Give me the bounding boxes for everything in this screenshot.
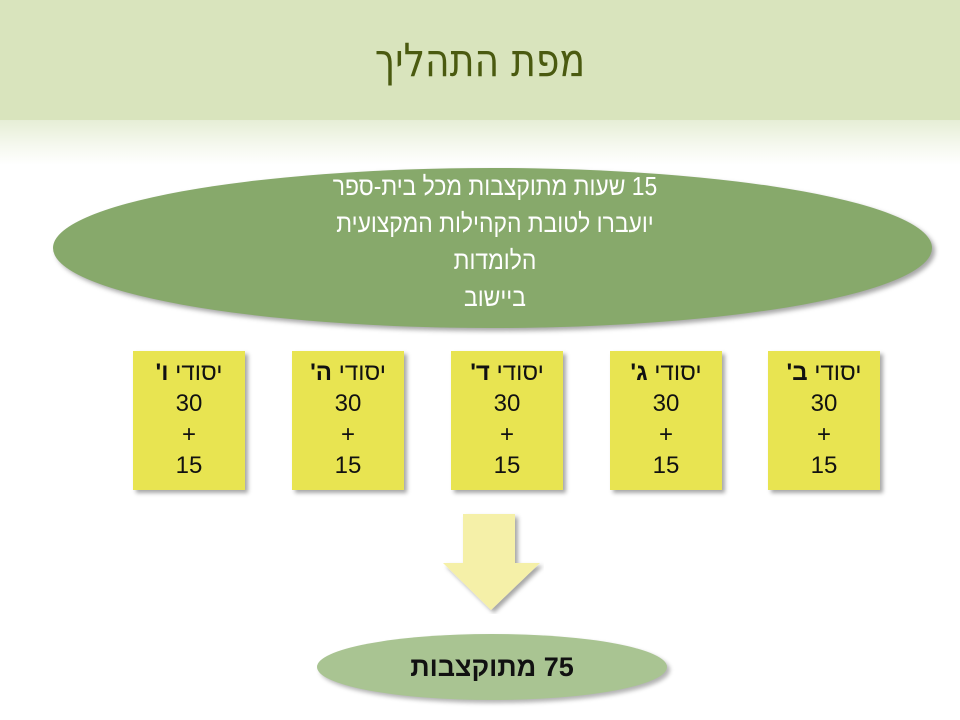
grade-base-hours: 30 [334, 390, 362, 417]
slide-title: מפת התהליך [374, 33, 586, 87]
grade-label: יסודי ד' [451, 357, 563, 388]
grade-plus-sign: + [340, 421, 355, 448]
grade-plus-sign: + [658, 421, 673, 448]
grade-prefix: יסודי [496, 359, 544, 386]
main-ellipse-line: 15 שעות מתוקצבות מכל בית-ספר [332, 171, 658, 201]
grade-box-gimel: יסודי ג' 30 + 15 [610, 351, 722, 490]
grade-extra-hours: 15 [652, 452, 680, 479]
grade-extra-hours: 15 [810, 452, 838, 479]
grade-prefix: יסודי [175, 359, 223, 386]
down-arrow-icon [443, 514, 540, 610]
main-ellipse-line: יועברו לטובת הקהילות המקצועית [336, 208, 654, 238]
grade-extra-hours: 15 [175, 452, 203, 479]
grade-base-hours: 30 [810, 390, 838, 417]
grade-label: יסודי ה' [292, 357, 404, 388]
grade-prefix: יסודי [814, 359, 862, 386]
grade-label: יסודי ב' [768, 357, 880, 388]
grade-prefix: יסודי [338, 359, 386, 386]
title-fade [0, 120, 960, 165]
grade-base-hours: 30 [493, 390, 521, 417]
result-text: 75 מתוקצבות [410, 652, 574, 682]
grade-box-he: יסודי ה' 30 + 15 [292, 351, 404, 490]
main-ellipse [53, 168, 932, 328]
grade-letter: ו' [155, 359, 169, 386]
grade-box-dalet: יסודי ד' 30 + 15 [451, 351, 563, 490]
grade-letter: ה' [310, 359, 332, 386]
grade-box-vav: יסודי ו' 30 + 15 [133, 351, 245, 490]
grade-plus-sign: + [816, 421, 831, 448]
grade-extra-hours: 15 [493, 452, 521, 479]
main-ellipse-text: 15 שעות מתוקצבות מכל בית-ספר יועברו לטוב… [262, 168, 728, 316]
grade-prefix: יסודי [654, 359, 702, 386]
grade-base-hours: 30 [175, 390, 203, 417]
grade-label: יסודי ו' [133, 357, 245, 388]
grade-letter: ב' [786, 359, 808, 386]
grade-plus-sign: + [181, 421, 196, 448]
result-ellipse [317, 634, 667, 700]
grade-letter: ג' [630, 359, 648, 386]
grade-label: יסודי ג' [610, 357, 722, 388]
main-ellipse-line: הלומדות [453, 245, 537, 275]
grade-box-bet: יסודי ב' 30 + 15 [768, 351, 880, 490]
title-bar [0, 0, 960, 120]
grade-plus-sign: + [499, 421, 514, 448]
grade-extra-hours: 15 [334, 452, 362, 479]
grade-base-hours: 30 [652, 390, 680, 417]
grade-letter: ד' [470, 359, 490, 386]
main-ellipse-line: ביישוב [464, 282, 526, 312]
